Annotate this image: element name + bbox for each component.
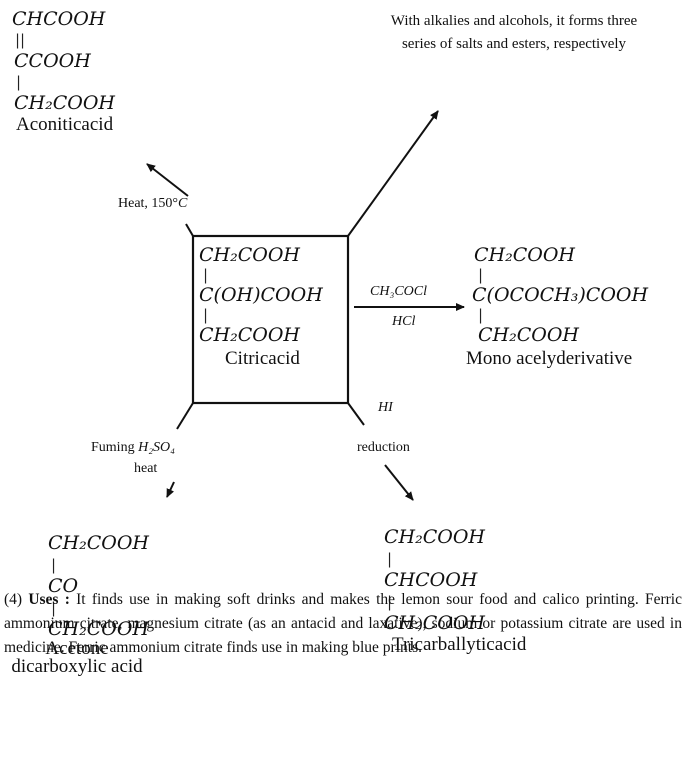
reagent-top-label: CH₃COCl [370, 284, 427, 299]
arrow-to-salts [347, 110, 439, 237]
acetone-dicarboxylic-structure: CH₂COOH | CO | CH₂COOH Acetone dicarboxy… [11, 532, 152, 676]
citric-acid-structure: CH₂COOH | C(OH)COOH | CH₂COOH Citricacid [199, 244, 323, 370]
arrow-to-acetone [166, 481, 175, 498]
acetone-line-2: CO [48, 575, 79, 597]
acetone-dicarboxylic-name: Acetone dicarboxylic acid [11, 638, 143, 677]
reagent-bottom-label: HCl [392, 314, 416, 329]
fuming-reagent: H₂SO₄ [138, 440, 176, 455]
aconitic-line-2: CCOOH [14, 50, 91, 72]
aconitic-line-3: CH₂COOH [14, 92, 115, 114]
tricarballylic-name: Tricarballyticacid [392, 634, 527, 655]
acetone-line-1: CH₂COOH [48, 532, 149, 554]
heat-label-unit: C [178, 196, 188, 211]
aconitic-double-bond: || [15, 31, 26, 49]
mono-line-1: CH₂COOH [474, 244, 575, 266]
heat-connector [185, 223, 194, 237]
uses-number: (4) [4, 591, 29, 608]
acetone-bond-1: | [51, 556, 57, 574]
citric-line-3: CH₂COOH [199, 324, 300, 346]
citric-bond-2: | [203, 306, 209, 324]
uses-paragraph: (4) Uses : It finds use in making soft d… [4, 588, 682, 660]
tricarb-bond-1: | [387, 550, 393, 568]
tricarb-line-1: CH₂COOH [384, 526, 485, 548]
citric-acid-name: Citricacid [225, 348, 300, 369]
mono-line-3: CH₂COOH [478, 324, 579, 346]
aconitic-single-bond: | [16, 73, 22, 91]
tricarb-bond-2: | [387, 593, 393, 611]
alkali-note: With alkalies and alcohols, it forms thr… [390, 13, 638, 52]
fuming-label: Fuming H₂SO₄ [91, 440, 175, 456]
fuming-connector [176, 402, 194, 430]
citric-acid-box [191, 234, 350, 405]
tricarb-line-2: CHCOOH [384, 569, 478, 591]
uses-title: Uses : [28, 591, 70, 608]
fuming-word: Fuming [91, 440, 135, 455]
mono-bond-2: | [478, 306, 484, 324]
aconitic-line-1: CHCOOH [12, 8, 106, 30]
mono-bond-1: | [478, 266, 484, 284]
hi-label: HI [378, 400, 393, 415]
heat-label: Heat, 150°C [118, 196, 187, 212]
acetone-bond-2: | [51, 599, 57, 617]
tricarb-line-3: CH₂COOH [384, 612, 485, 634]
arrow-to-tricarb [384, 464, 414, 501]
reduction-connector [347, 402, 365, 426]
citric-bond-1: | [203, 266, 209, 284]
heat-word-label: heat [134, 461, 158, 476]
aconitic-acid-name: Aconiticacid [16, 114, 114, 135]
aconitic-acid-structure: CHCOOH || CCOOH | CH₂COOH Aconiticacid [12, 8, 115, 136]
arrow-to-aconitic [146, 163, 189, 197]
mono-line-2: C(OCOCH₃)COOH [472, 284, 649, 306]
acetone-line-3: CH₂COOH [48, 618, 149, 640]
mono-derivative-name: Mono acelyderivative [466, 348, 633, 369]
citric-line-2: C(OH)COOH [199, 284, 323, 306]
mono-acetyl-structure: CH₂COOH | C(OCOCH₃)COOH | CH₂COOH Mono a… [466, 244, 649, 370]
heat-label-text: Heat, 150° [118, 196, 179, 211]
tricarballylic-structure: CH₂COOH | CHCOOH | CH₂COOH Tricarballyti… [384, 526, 526, 656]
reduction-label: reduction [357, 440, 410, 455]
uses-text: It finds use in making soft drinks and m… [4, 591, 682, 656]
citric-line-1: CH₂COOH [199, 244, 300, 266]
